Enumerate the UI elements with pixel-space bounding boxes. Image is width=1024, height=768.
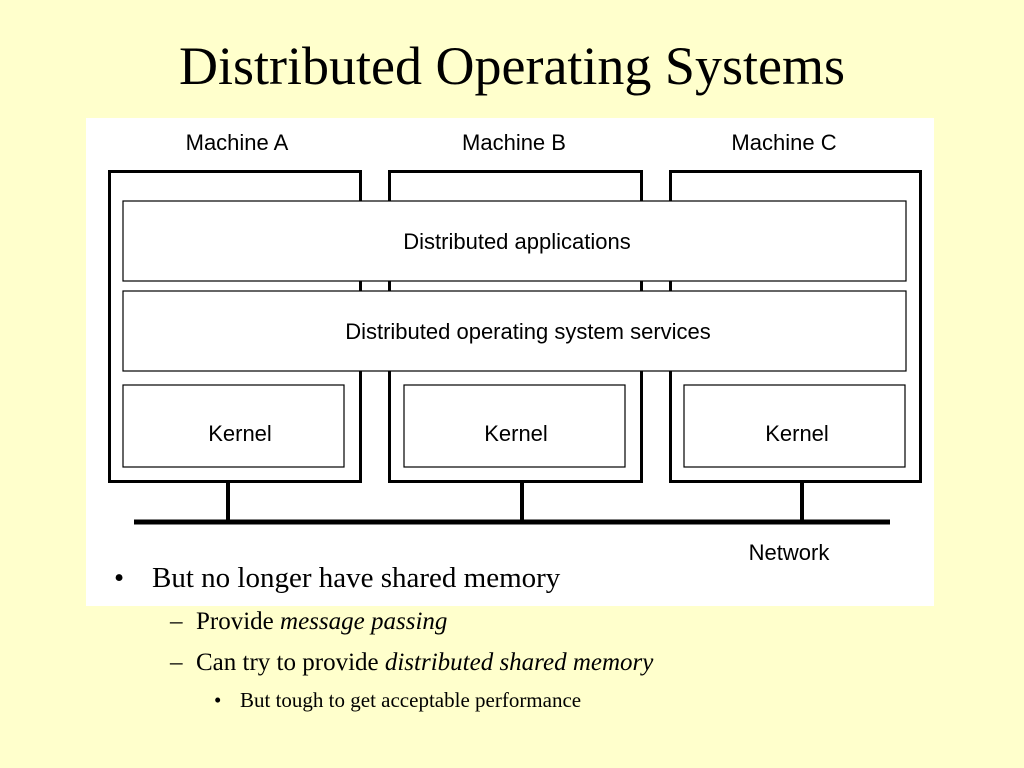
machine-c-label: Machine C — [731, 130, 836, 155]
kernel-c-box — [683, 384, 906, 468]
kernel-b-box — [403, 384, 626, 468]
sub-bullet-text: Can try to provide distributed shared me… — [196, 647, 653, 679]
bullet-text: But tough to get acceptable performance — [240, 688, 582, 712]
services-label: Distributed operating system services — [345, 319, 711, 344]
diagram-panel: Machine A Machine B Machine C Distribute… — [86, 118, 934, 606]
services-layer — [122, 290, 907, 372]
kernel-b-label: Kernel — [484, 421, 548, 446]
sub-bullet-prefix: Provide — [196, 608, 281, 635]
machine-a-label: Machine A — [186, 130, 289, 155]
bullet-marker: • — [214, 688, 222, 712]
dash-marker: – — [170, 649, 183, 676]
sub-bullet-text: Provide message passing — [196, 606, 447, 638]
dash-marker: – — [170, 608, 183, 635]
kernel-a-box — [122, 384, 345, 468]
sub-bullet-emphasis: distributed shared memory — [384, 649, 654, 676]
applications-label: Distributed applications — [403, 229, 630, 254]
machine-b-label: Machine B — [462, 130, 566, 155]
slide-title: Distributed Operating Systems — [179, 36, 845, 96]
applications-layer — [122, 200, 907, 282]
kernel-a-label: Kernel — [208, 421, 272, 446]
distributed-os-diagram: Machine A Machine B Machine C Distribute… — [108, 130, 922, 565]
network-label: Network — [749, 540, 831, 565]
sub-bullet-prefix: Can try to provide — [196, 649, 385, 676]
kernel-c-label: Kernel — [765, 421, 829, 446]
sub-bullet-emphasis: message passing — [280, 608, 448, 635]
